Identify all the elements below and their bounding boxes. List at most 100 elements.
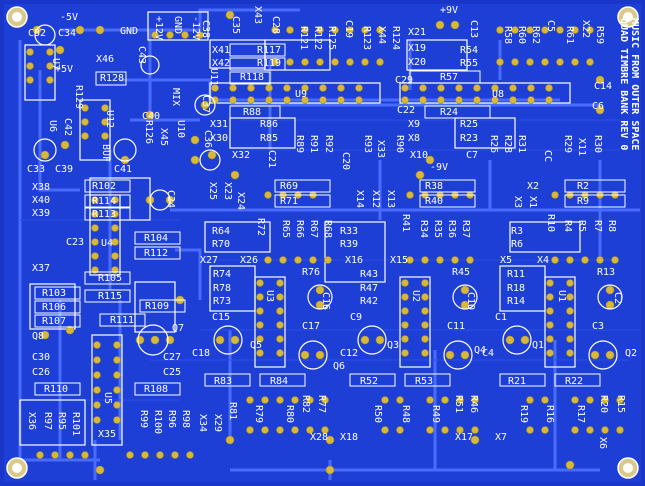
ref-r66: R66 <box>294 220 305 239</box>
ref-r86: R86 <box>260 119 279 130</box>
ref-r70: R70 <box>212 239 231 250</box>
ref-x37: X37 <box>32 263 51 274</box>
ref-r106: R106 <box>42 302 67 313</box>
ref-r129: R129 <box>73 85 84 110</box>
mounting-hole-centers <box>12 12 633 473</box>
ref-r111: R111 <box>110 315 135 326</box>
ref-x26: X26 <box>240 255 259 266</box>
ref-r88: R88 <box>243 107 262 118</box>
ref-x3: X3 <box>512 196 523 209</box>
ref-c23: C23 <box>66 237 85 248</box>
ref-x23: X23 <box>222 182 233 201</box>
ref-r10: R10 <box>545 214 556 233</box>
ref-c29: C29 <box>395 75 414 86</box>
ref-x14: X14 <box>354 190 365 209</box>
ref-x31: X31 <box>210 119 229 130</box>
ref-x16: X16 <box>345 255 364 266</box>
ref-c42: C42 <box>62 118 73 137</box>
ref-c25: C25 <box>163 367 182 378</box>
ref-r91: R91 <box>308 135 319 154</box>
ref-c39: C39 <box>55 164 74 175</box>
gnd-label: GND <box>120 26 139 37</box>
ref-r55: R55 <box>460 58 479 69</box>
ref-r45: R45 <box>452 267 471 278</box>
ref-c14: C14 <box>594 81 613 92</box>
ref-c7: C7 <box>466 150 479 161</box>
ref-u5: U5 <box>102 392 113 405</box>
ref-c19: C19 <box>343 20 354 39</box>
plus5v-label: +5V <box>55 64 74 75</box>
ref-r59: R59 <box>594 26 605 45</box>
ref-q1: Q1 <box>532 340 545 351</box>
ref-r26: R26 <box>488 135 499 154</box>
ref-u10: U10 <box>175 120 186 139</box>
ref-r104: R104 <box>144 233 169 244</box>
ref-x36: X36 <box>26 412 37 431</box>
ref-c17: C17 <box>302 321 321 332</box>
neg12v-label: -12V <box>190 16 201 41</box>
ref-r65: R65 <box>280 220 291 239</box>
neg9v-label: -9V <box>430 162 449 173</box>
ref-r25: R25 <box>460 119 479 130</box>
ref-c35: C35 <box>230 16 241 35</box>
ref-r36: R36 <box>446 220 457 239</box>
ref-r11: R11 <box>507 269 526 280</box>
ref-r29: R29 <box>562 135 573 154</box>
ref-x40: X40 <box>32 195 51 206</box>
ref-r76: R76 <box>302 267 321 278</box>
ref-r16: R16 <box>544 405 555 424</box>
ref-x43: X43 <box>252 6 263 25</box>
ref-r53: R53 <box>415 376 434 387</box>
ref-x15: X15 <box>390 255 409 266</box>
ref-r128: R128 <box>100 73 125 84</box>
ref-x44: X44 <box>376 26 387 45</box>
ref-r21: R21 <box>508 376 527 387</box>
ref-c34: C34 <box>58 28 77 39</box>
ref-r48: R48 <box>400 405 411 424</box>
ref-r114: R114 <box>92 196 117 207</box>
ref-r43: R43 <box>360 269 379 280</box>
ref-q8: Q8 <box>32 331 45 342</box>
ref-q7: Q7 <box>172 323 185 334</box>
ref-r62: R62 <box>530 26 541 45</box>
ref-u4: U4 <box>101 238 114 249</box>
ref-r101: R101 <box>70 412 81 437</box>
ref-buf: BUF <box>100 144 111 163</box>
ref-x19: X19 <box>408 43 427 54</box>
ref-x12: X12 <box>370 190 381 209</box>
ref-r64: R64 <box>212 226 231 237</box>
ref-r33: R33 <box>340 226 359 237</box>
ref-x1: X1 <box>527 196 538 209</box>
ref-r46: R46 <box>468 395 479 414</box>
ref-u12: U12 <box>104 110 115 129</box>
ref-r125: R125 <box>326 26 337 51</box>
ref-x42: X42 <box>212 58 231 69</box>
ref-x30: X30 <box>210 133 229 144</box>
ref-x34: X34 <box>197 414 208 433</box>
ref-r121: R121 <box>298 26 309 51</box>
component-pads <box>26 10 624 475</box>
ref-x25: X25 <box>207 182 218 201</box>
ref-x11: X11 <box>576 138 587 157</box>
ref-x38: X38 <box>32 182 51 193</box>
ref-r113: R113 <box>92 209 117 220</box>
ref-r37: R37 <box>460 220 471 239</box>
ref-u8: U8 <box>492 89 505 100</box>
ref-r119: R119 <box>257 58 282 69</box>
ref-r20: R20 <box>598 395 609 414</box>
ref-r3: R3 <box>511 226 524 237</box>
ref-r42: R42 <box>360 296 379 307</box>
ref-q2: Q2 <box>625 348 638 359</box>
ref-r50: R50 <box>372 405 383 424</box>
ref-r39: R39 <box>340 239 359 250</box>
ref-r41: R41 <box>400 214 411 233</box>
ref-c3: C3 <box>592 321 605 332</box>
ref-x32: X32 <box>232 150 251 161</box>
ref-c11: C11 <box>447 321 466 332</box>
ref-r8: R8 <box>606 220 617 233</box>
ref-c18: C18 <box>192 348 211 359</box>
ref-u7: U7 <box>50 58 61 71</box>
board-title-line-2: QUAD TIMBRE BANK REV 0 <box>618 18 629 151</box>
ref-r103: R103 <box>42 288 67 299</box>
ref-r69: R69 <box>280 181 299 192</box>
